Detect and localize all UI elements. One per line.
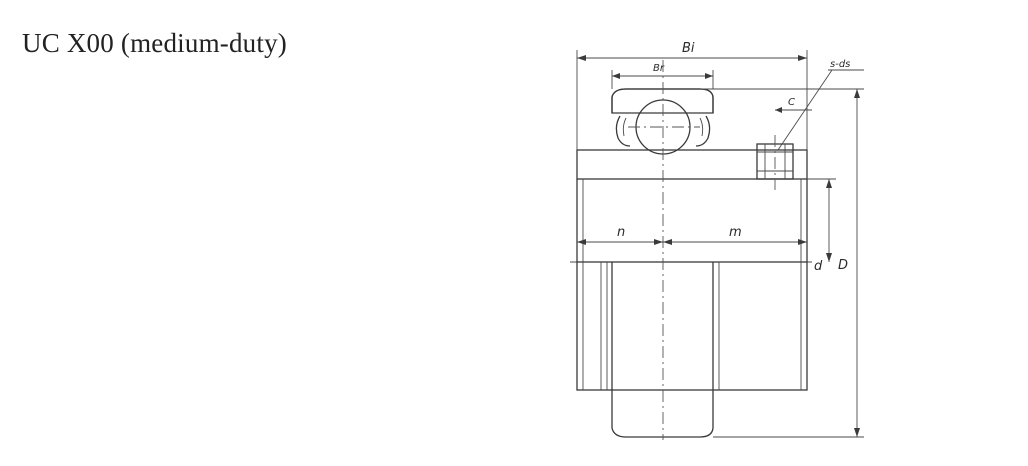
outer-ring bbox=[611, 88, 714, 114]
dimension-c: C bbox=[775, 97, 812, 113]
label-c: C bbox=[788, 97, 795, 108]
outer-ring-lower bbox=[611, 262, 714, 438]
dimension-br: Br bbox=[611, 63, 714, 89]
center-lines bbox=[628, 60, 776, 440]
seals bbox=[615, 115, 711, 147]
label-s: s-ds bbox=[830, 59, 850, 70]
page-title: UC X00 (medium-duty) bbox=[22, 28, 287, 58]
label-d: d bbox=[814, 259, 823, 274]
label-br: Br bbox=[653, 63, 665, 74]
bearing-body bbox=[570, 179, 812, 263]
label-D: D bbox=[838, 258, 848, 273]
label-m: m bbox=[729, 225, 742, 240]
label-n: n bbox=[617, 225, 625, 240]
dimension-bi: Bi bbox=[576, 41, 808, 150]
dimension-D: D bbox=[700, 88, 864, 438]
dimension-n-m: n m bbox=[577, 225, 807, 245]
dimension-d: d bbox=[807, 178, 836, 274]
inner-ring bbox=[576, 149, 808, 180]
label-bi: Bi bbox=[682, 41, 695, 56]
